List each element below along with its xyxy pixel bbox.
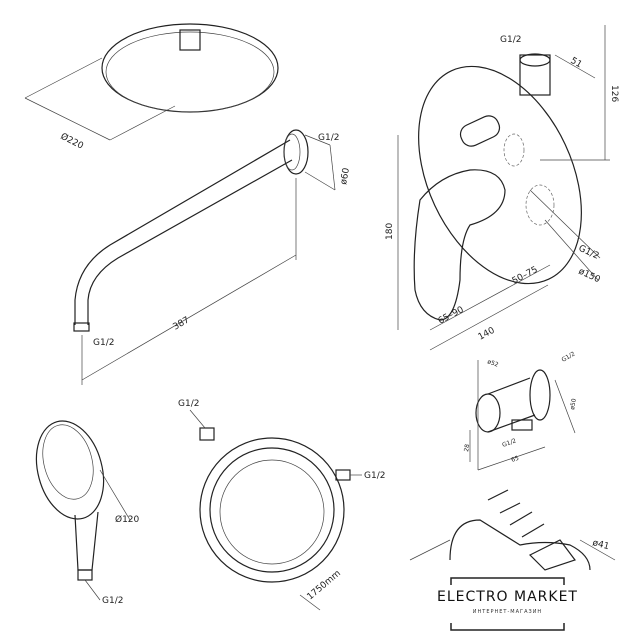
mixer-range-a-label: 65–90 <box>437 305 466 327</box>
hand-thread-label: G1/2 <box>102 596 123 606</box>
hose-thread-a-label: G1/2 <box>178 399 199 409</box>
wall-outlet <box>469 360 576 471</box>
mixer-height-top-label: 126 <box>609 85 619 102</box>
concealed-mixer <box>397 25 610 351</box>
arm-thread-end-label: G1/2 <box>93 338 114 348</box>
mixer-width-label: 140 <box>477 326 497 343</box>
rain-diameter-label: Ø220 <box>59 131 86 152</box>
shower-holder <box>409 519 616 571</box>
outlet-length-label: 65 <box>510 455 520 464</box>
outlet-d1-label: ø52 <box>486 358 499 369</box>
outlet-d2-label: ø50 <box>569 398 578 411</box>
electro-market-logo: ELECTRO MARKET ИНТЕРНЕТ-МАГАЗИН <box>420 577 595 631</box>
arm-thread-top-label: G1/2 <box>318 133 339 143</box>
shower-arm <box>73 129 336 385</box>
rain-shower-head <box>24 23 279 141</box>
mixer-diameter-label: ø150 <box>577 267 602 286</box>
hose-length-label: 1750mm <box>306 569 343 603</box>
mixer-thread-side-label: G1/2 <box>577 244 601 262</box>
logo-title: ELECTRO MARKET <box>420 589 595 605</box>
logo-subtitle: ИНТЕРНЕТ-МАГАЗИН <box>472 609 543 615</box>
outlet-thread-top-label: G1/2 <box>561 350 577 363</box>
shower-hose <box>189 409 362 611</box>
mounting-screws <box>487 489 545 538</box>
hand-diameter-label: Ø120 <box>115 514 140 525</box>
hose-thread-b-label: G1/2 <box>364 471 385 481</box>
mixer-height-label: 180 <box>385 223 395 240</box>
hand-shower <box>35 420 131 601</box>
outlet-height-label: 28 <box>463 443 471 452</box>
mixer-thread-top-label: G1/2 <box>500 35 521 45</box>
mixer-depth-label: 51 <box>569 56 584 70</box>
holder-diameter-label: ø41 <box>591 538 610 552</box>
arm-flange-label: ø60 <box>339 167 352 186</box>
outlet-thread-bottom-label: G1/2 <box>501 437 517 449</box>
